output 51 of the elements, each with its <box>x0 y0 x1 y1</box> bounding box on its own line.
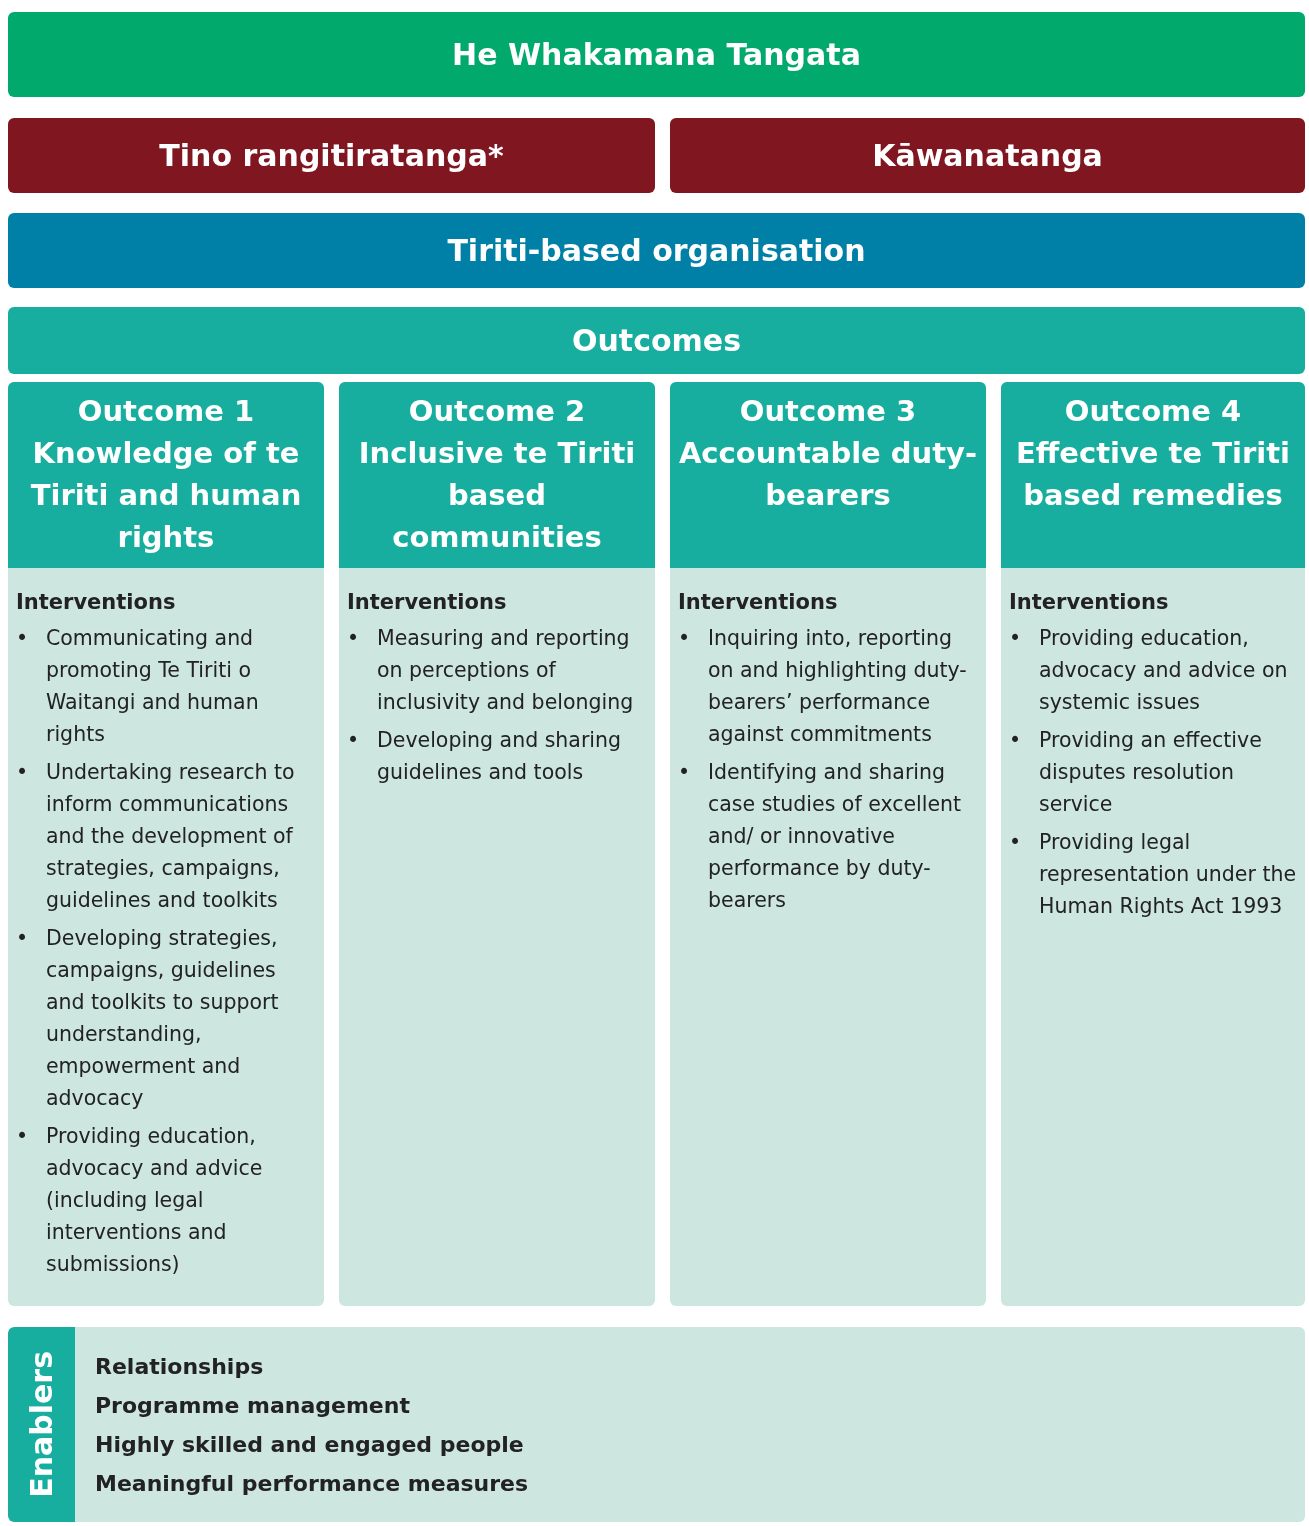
outcome-column <box>1001 382 1305 1306</box>
outcome-heading: Outcome 3 Accountable duty-bearers <box>670 382 986 568</box>
bullet-text: Providing legal representation under the Human Rights Act 1993 <box>1039 829 1298 920</box>
band-title: Tino rangitiratanga* <box>159 138 504 173</box>
tab-label: Enablers <box>24 1351 59 1498</box>
principle-band <box>8 118 655 193</box>
bullet-marker: • <box>347 727 361 754</box>
outcome-column <box>339 382 655 1306</box>
outcomes-band <box>8 307 1305 374</box>
bullet-text: Inquiring into, reporting on and highlighting duty-bearers’ performance against commitments <box>708 625 968 748</box>
bullet-text: Providing education, advocacy and advice (including legal interventions and submissions) <box>46 1123 264 1278</box>
outcome-column <box>670 382 986 1306</box>
bullet-marker: • <box>678 759 692 786</box>
enablers-tab <box>8 1327 75 1522</box>
bullet-marker: • <box>16 625 30 652</box>
bullet-marker: • <box>1009 625 1023 652</box>
bullet-marker: • <box>16 1123 30 1150</box>
title-band <box>8 12 1305 97</box>
bullet-marker: • <box>347 625 361 652</box>
bullet-marker: • <box>1009 727 1023 754</box>
band-title: He Whakamana Tangata <box>452 37 861 72</box>
organisation-band <box>8 213 1305 288</box>
bullet-text: Providing education, advocacy and advice on systemic issues <box>1039 625 1289 716</box>
outcome-heading: Outcome 1 Knowledge of te Tiriti and human rights <box>8 382 324 568</box>
section-heading: Interventions <box>678 590 839 614</box>
bullet-text: Communicating and promoting Te Tiriti o Waitangi and human rights <box>46 625 260 748</box>
section-heading: Interventions <box>16 590 177 614</box>
outcome-heading: Outcome 4 Effective te Tiriti based remedies <box>1001 382 1305 568</box>
bullet-marker: • <box>16 759 30 786</box>
bullet-marker: • <box>678 625 692 652</box>
section-heading: Interventions <box>1009 590 1170 614</box>
band-title: Tiriti-based organisation <box>447 233 866 268</box>
bullet-text: Undertaking research to inform communications and the development of strategies, campaigns, guidelines and toolkits <box>46 759 296 914</box>
bullet-text: Measuring and reporting on perceptions of inclusivity and belonging <box>377 625 635 716</box>
principle-band <box>670 118 1305 193</box>
outcome-heading: Outcome 2 Inclusive te Tiriti based communities <box>339 382 655 568</box>
outcome-column <box>8 382 324 1306</box>
enabler-item: Programme management <box>95 1392 411 1420</box>
bullet-marker: • <box>1009 829 1023 856</box>
section-heading: Interventions <box>347 590 508 614</box>
band-title: Kāwanatanga <box>872 138 1103 173</box>
bullet-text: Developing and sharing guidelines and tools <box>377 727 623 786</box>
bullet-text: Developing strategies, campaigns, guidelines and toolkits to support understanding, empowerment and advocacy <box>46 925 280 1112</box>
enabler-item: Meaningful performance measures <box>95 1470 529 1498</box>
bullet-text: Identifying and sharing case studies of excellent and/ or innovative performance by duty-bearers <box>708 759 963 914</box>
bullet-text: Providing an effective disputes resolution service <box>1039 727 1263 818</box>
enabler-item: Highly skilled and engaged people <box>95 1431 525 1459</box>
band-title: Outcomes <box>571 323 742 358</box>
enablers-panel <box>8 1327 1305 1522</box>
enabler-item: Relationships <box>95 1353 265 1381</box>
bullet-marker: • <box>16 925 30 952</box>
